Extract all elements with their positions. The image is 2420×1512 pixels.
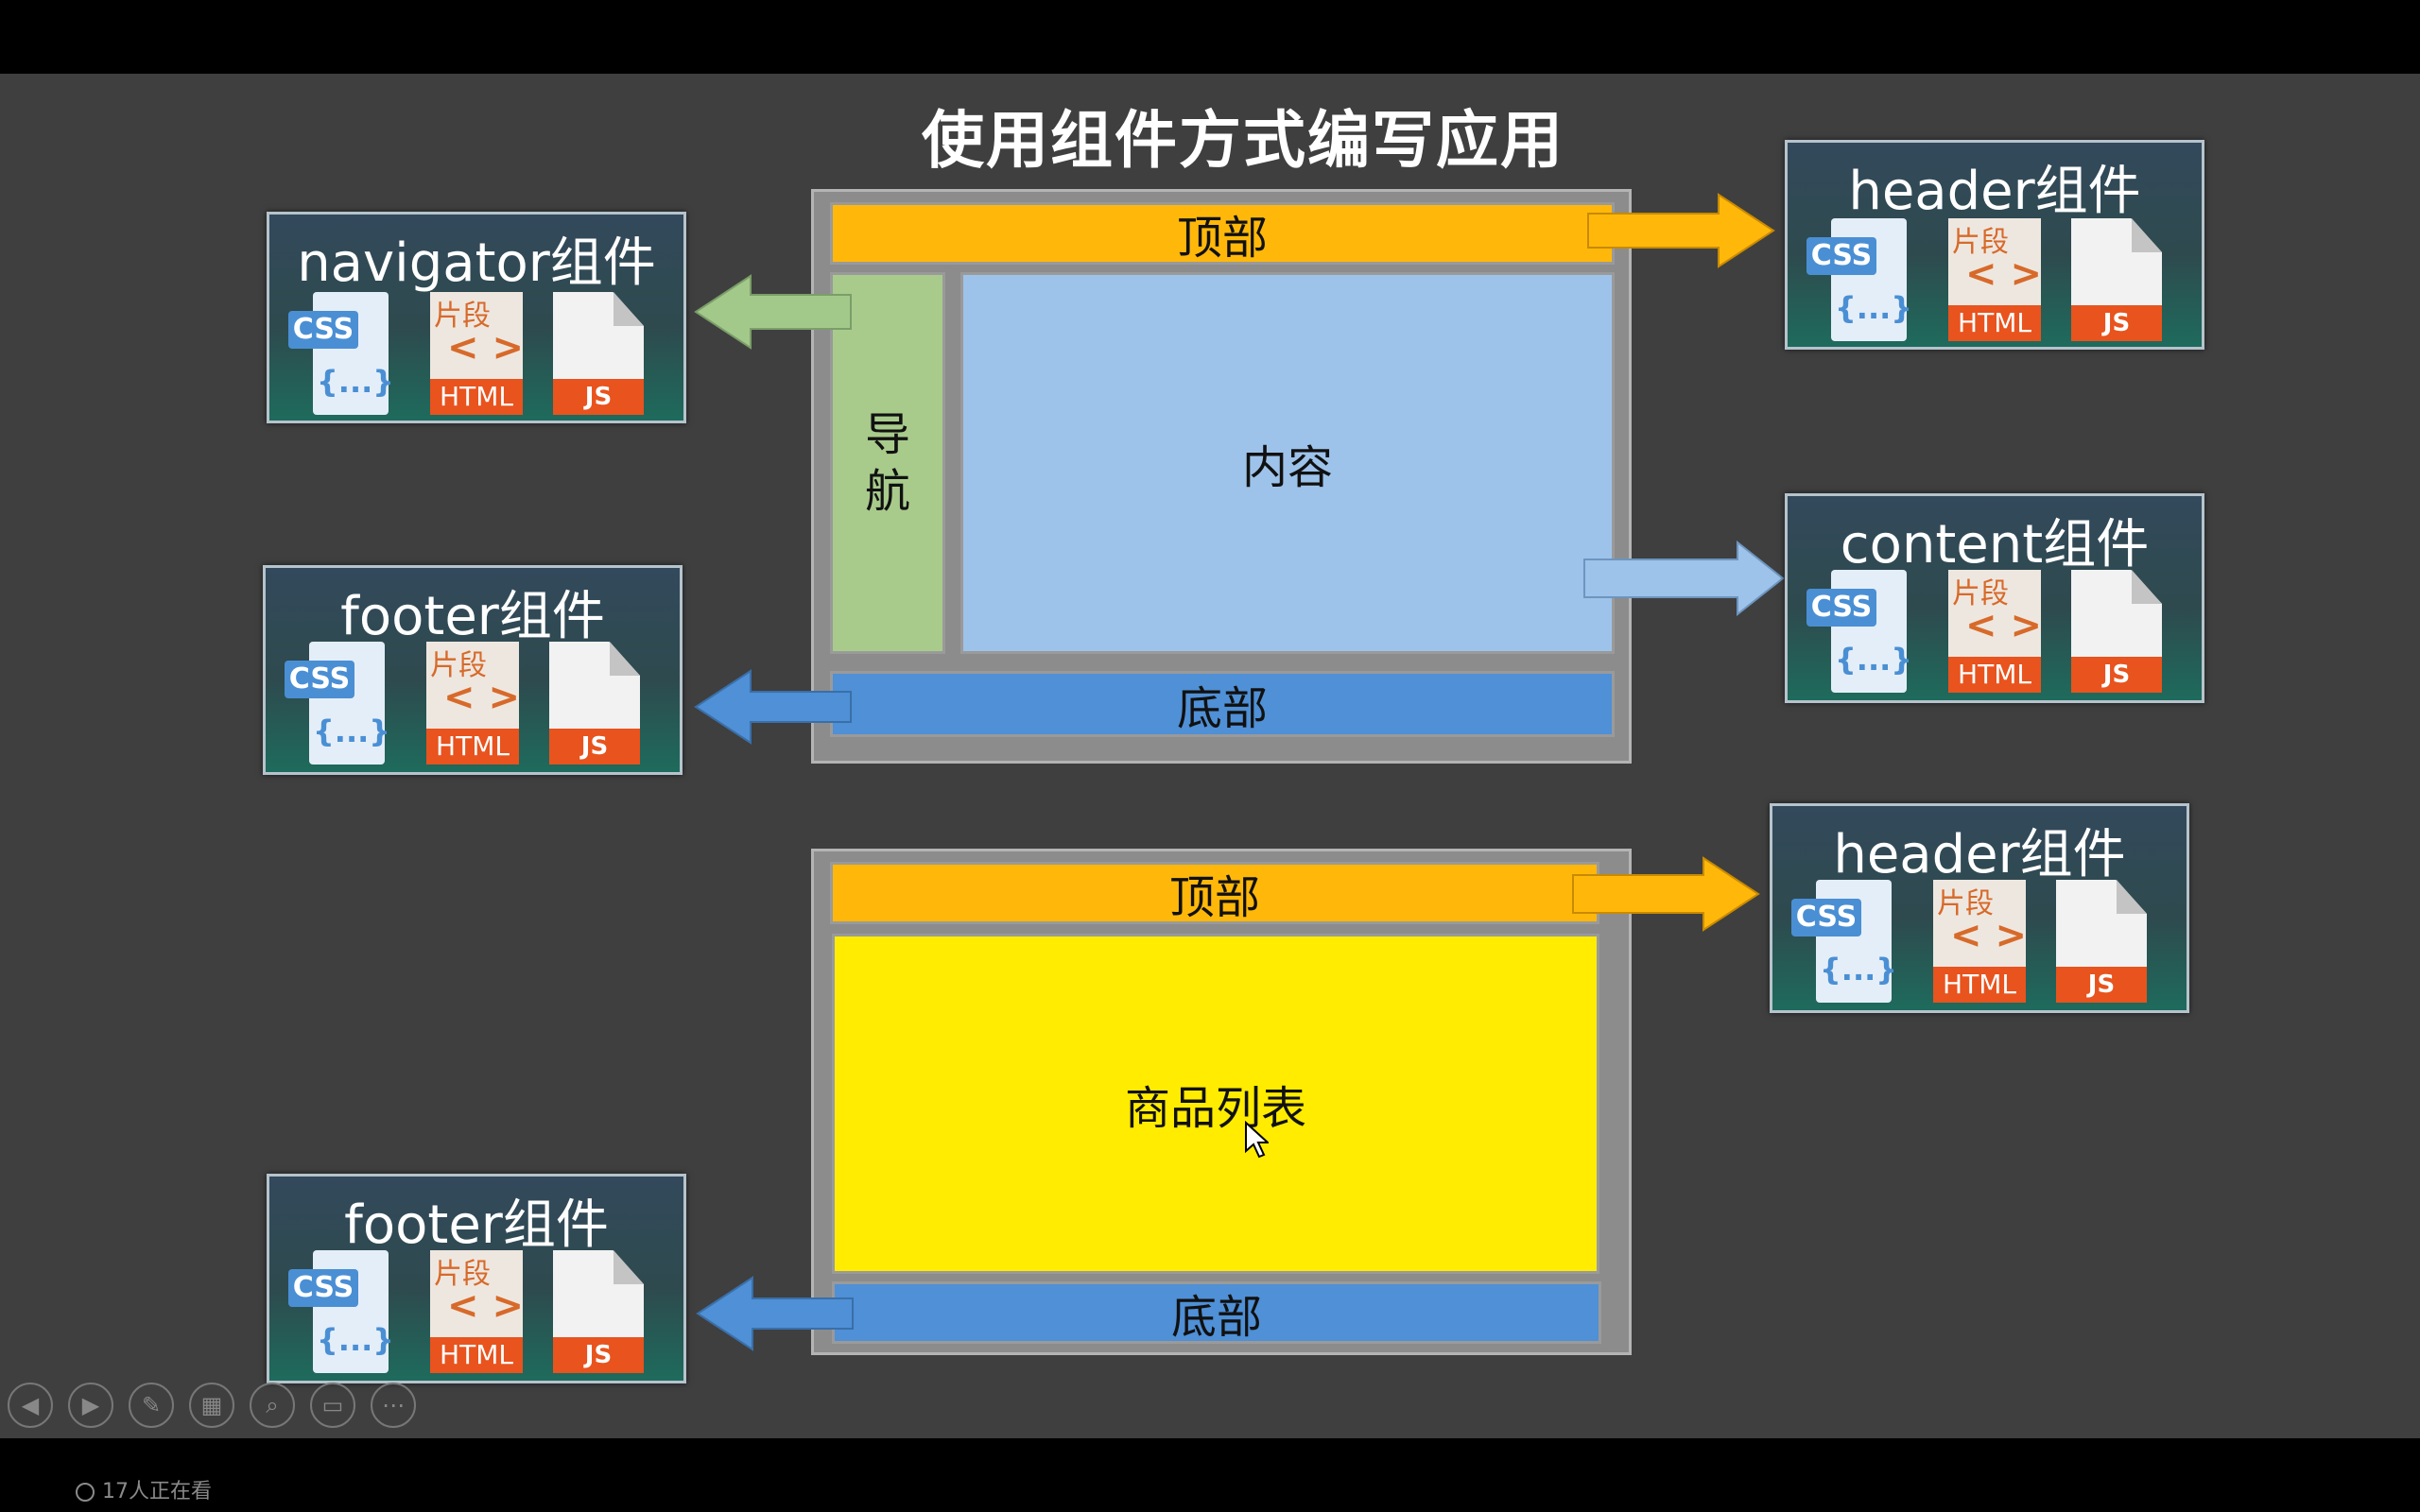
mouse-cursor-icon	[1245, 1121, 1269, 1159]
content-component-card: content组件 CSS{...} 片段< >HTML JS	[1785, 493, 2204, 703]
html-file-icon: 片段< >HTML	[430, 1250, 525, 1373]
header-component-card-2: header组件 CSS{...} 片段< >HTML JS	[1770, 803, 2189, 1013]
viewer-count: 17人正在看	[76, 1474, 212, 1504]
css-file-icon: CSS{...}	[288, 292, 394, 415]
css-file-icon: CSS{...}	[1791, 880, 1897, 1003]
html-file-icon: 片段< >HTML	[1948, 570, 2043, 693]
arrow-nav-icon	[694, 274, 852, 350]
nav-region-label: 导 航	[864, 408, 910, 518]
component-title: header组件	[1833, 824, 2126, 885]
navigator-component-card: navigator组件 CSS{...} 片段< >HTML JS	[267, 212, 686, 423]
html-file-icon: 片段< >HTML	[1948, 218, 2043, 341]
viewer-count-text: 17人正在看	[102, 1480, 212, 1503]
arrow-content-icon	[1583, 541, 1785, 616]
component-title: footer组件	[344, 1194, 609, 1256]
component-title: footer组件	[340, 586, 605, 647]
arrow-header-2-icon	[1572, 856, 1760, 932]
arrow-footer-icon	[694, 669, 852, 745]
content-region: 内容	[960, 272, 1615, 654]
next-icon[interactable]: ▶	[68, 1383, 113, 1428]
js-file-icon: JS	[2071, 570, 2166, 693]
js-file-icon: JS	[2056, 880, 2151, 1003]
footer-region: 底部	[830, 671, 1615, 737]
header-component-card: header组件 CSS{...} 片段< >HTML JS	[1785, 140, 2204, 350]
component-title: navigator组件	[297, 232, 656, 294]
arrow-header-icon	[1587, 193, 1775, 268]
nav-region: 导 航	[830, 272, 945, 654]
slides-icon[interactable]: ▦	[189, 1383, 234, 1428]
js-file-icon: JS	[553, 1250, 648, 1373]
slide-title: 使用组件方式编写应用	[922, 104, 1564, 177]
css-file-icon: CSS{...}	[1806, 570, 1912, 693]
component-title: header组件	[1848, 161, 2141, 222]
css-file-icon: CSS{...}	[1806, 218, 1912, 341]
footer-component-card: footer组件 CSS{...} 片段< >HTML JS	[263, 565, 683, 775]
zoom-icon[interactable]: ⌕	[250, 1383, 295, 1428]
js-file-icon: JS	[2071, 218, 2166, 341]
footer-region-2: 底部	[832, 1281, 1601, 1344]
presentation-toolbar: ◀ ▶ ✎ ▦ ⌕ ▭ ⋯	[8, 1383, 416, 1432]
header-region-2: 顶部	[830, 862, 1599, 924]
js-file-icon: JS	[549, 642, 644, 765]
footer-component-card-2: footer组件 CSS{...} 片段< >HTML JS	[267, 1174, 686, 1383]
component-title: content组件	[1840, 514, 2150, 576]
pen-icon[interactable]: ✎	[129, 1383, 174, 1428]
viewers-icon	[76, 1483, 95, 1502]
html-file-icon: 片段< >HTML	[426, 642, 521, 765]
html-file-icon: 片段< >HTML	[430, 292, 525, 415]
header-region: 顶部	[830, 202, 1615, 265]
css-file-icon: CSS{...}	[285, 642, 390, 765]
css-file-icon: CSS{...}	[288, 1250, 394, 1373]
subtitle-icon[interactable]: ▭	[310, 1383, 355, 1428]
html-file-icon: 片段< >HTML	[1933, 880, 2028, 1003]
product-list-region: 商品列表	[832, 934, 1599, 1274]
js-file-icon: JS	[553, 292, 648, 415]
previous-icon[interactable]: ◀	[8, 1383, 53, 1428]
arrow-footer-2-icon	[696, 1276, 854, 1351]
more-icon[interactable]: ⋯	[371, 1383, 416, 1428]
